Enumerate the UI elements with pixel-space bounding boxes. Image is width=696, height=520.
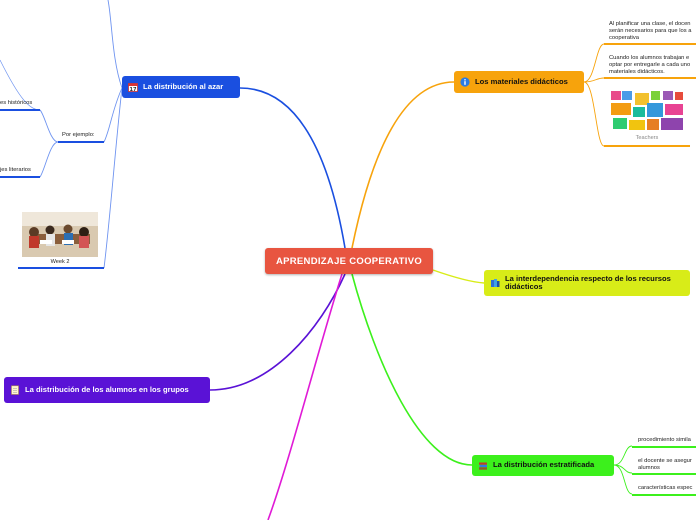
central-topic[interactable]: APRENDIZAJE COOPERATIVO — [265, 248, 433, 274]
classroom-photo-caption: Week 2 — [22, 259, 98, 265]
topic-distribucion-azar-label: La distribución al azar — [143, 81, 224, 91]
central-topic-label: APRENDIZAJE COOPERATIVO — [275, 255, 423, 267]
subtopic-por-ejemplo-label: Por ejemplo: — [62, 132, 95, 138]
connector-azar-children — [107, 0, 123, 89]
topic-distribucion-azar[interactable]: 17 La distribución al azar — [122, 76, 240, 98]
notepad-icon — [10, 385, 20, 395]
connector-magenta — [267, 273, 343, 520]
subtopic-procedimiento[interactable]: procedimiento simila — [638, 437, 696, 444]
subtopic-procedimiento-label: procedimiento simila — [638, 437, 691, 443]
subtopic-literarios[interactable]: jes literarios — [0, 167, 31, 174]
connector-materiales — [351, 81, 455, 249]
subtopic-procedimiento-underline — [632, 446, 696, 448]
teachers-image-caption-text: Teachers — [635, 135, 659, 141]
connector-estratificada — [351, 273, 473, 466]
subtopic-alumnos-trabajan-underline — [604, 77, 696, 79]
classroom-photo[interactable] — [22, 212, 98, 257]
books-icon — [490, 278, 500, 288]
topic-distribucion-grupos[interactable]: La distribución de los alumnos en los gr… — [4, 377, 210, 403]
subtopic-literarios-label: jes literarios — [0, 167, 31, 173]
teachers-image-caption: Teachers — [609, 135, 685, 141]
subtopic-alumnos-trabajan[interactable]: Cuando los alumnos trabajan e optar por … — [609, 55, 696, 76]
subtopic-planificar[interactable]: Al planificar una clase, el docen serán … — [609, 21, 696, 42]
topic-materiales-didacticos[interactable]: Los materiales didácticos — [454, 71, 584, 93]
subtopic-docente-asegura[interactable]: el docente se asegur alumnos — [638, 458, 696, 472]
info-icon — [460, 77, 470, 87]
subtopic-planificar-label: Al planificar una clase, el docen serán … — [609, 21, 692, 41]
connector-interdependencia — [432, 269, 485, 284]
subtopic-historicos[interactable]: es históricos — [0, 100, 32, 107]
subtopic-planificar-underline — [604, 43, 696, 45]
calendar-icon: 17 — [128, 82, 138, 93]
classroom-photo-caption-text: Week 2 — [50, 259, 70, 265]
topic-interdependencia[interactable]: La interdependencia respecto de los recu… — [484, 270, 690, 296]
topic-materiales-didacticos-label: Los materiales didácticos — [475, 76, 568, 86]
subtopic-caracteristicas-label: características espec — [638, 485, 693, 491]
connector-grupos — [209, 273, 346, 391]
subtopic-caracteristicas-underline — [632, 494, 696, 496]
topic-distribucion-estratificada-label: La distribución estratificada — [493, 460, 595, 470]
subtopic-por-ejemplo-underline — [58, 141, 104, 143]
subtopic-caracteristicas[interactable]: características espec — [638, 485, 696, 492]
teachers-materials-image[interactable] — [609, 88, 685, 133]
stack-books-icon — [478, 461, 488, 471]
classroom-photo-underline — [18, 267, 104, 269]
teachers-image-underline — [604, 145, 690, 147]
topic-interdependencia-label: La interdependencia respecto de los recu… — [505, 273, 671, 291]
topic-distribucion-grupos-label: La distribución de los alumnos en los gr… — [25, 384, 189, 394]
subtopic-docente-asegura-underline — [632, 473, 696, 475]
subtopic-historicos-underline — [0, 109, 40, 111]
subtopic-alumnos-trabajan-label: Cuando los alumnos trabajan e optar por … — [609, 55, 691, 75]
subtopic-docente-asegura-label: el docente se asegur alumnos — [638, 458, 692, 471]
subtopic-literarios-underline — [0, 176, 40, 178]
subtopic-historicos-label: es históricos — [0, 100, 33, 106]
subtopic-por-ejemplo[interactable]: Por ejemplo: — [62, 132, 95, 139]
connector-azar — [239, 87, 346, 249]
svg-text:17: 17 — [130, 87, 137, 92]
topic-distribucion-estratificada[interactable]: La distribución estratificada — [472, 455, 614, 476]
